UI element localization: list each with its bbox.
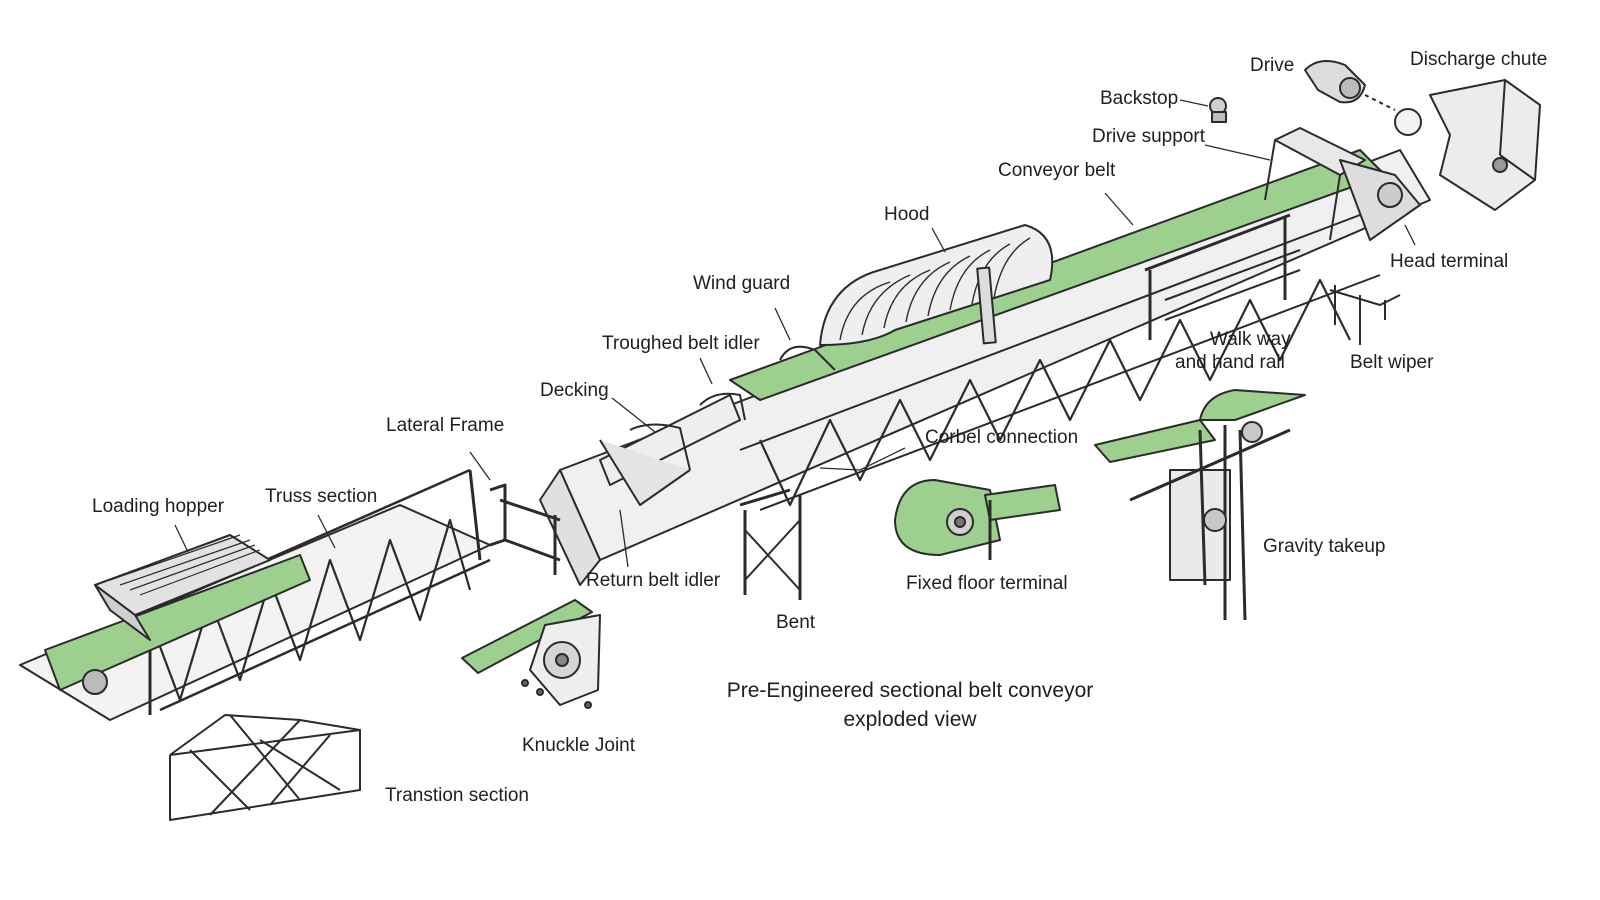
- gravity-takeup: [1094, 389, 1306, 621]
- label-transition-section: Transtion section: [385, 785, 529, 806]
- loading-hopper: [94, 534, 271, 641]
- leader-lines: [174, 99, 1416, 568]
- transition-section: [169, 714, 361, 821]
- label-drive-support: Drive support: [1092, 126, 1205, 147]
- label-decking: Decking: [540, 380, 609, 401]
- head-terminal: [1264, 127, 1421, 241]
- hood: [819, 224, 1054, 346]
- label-hood: Hood: [884, 204, 930, 225]
- label-fixed-floor-terminal: Fixed floor terminal: [906, 573, 1068, 594]
- troughed-idlers: [599, 392, 746, 506]
- belt-wiper: [1329, 285, 1401, 345]
- label-conveyor-belt: Conveyor belt: [998, 160, 1116, 181]
- caption-line-2: exploded view: [843, 708, 977, 731]
- knuckle-joint: [461, 599, 601, 709]
- walkway-handrail: [1144, 213, 1301, 340]
- label-drive: Drive: [1250, 55, 1295, 76]
- label-corbel-connection: Corbel connection: [925, 427, 1079, 448]
- label-discharge-chute: Discharge chute: [1410, 49, 1548, 70]
- label-knuckle-joint: Knuckle Joint: [522, 735, 636, 756]
- fixed-floor-terminal: [894, 479, 1061, 560]
- label-troughed-belt-idler: Troughed belt idler: [602, 333, 760, 354]
- label-loading-hopper: Loading hopper: [92, 496, 225, 517]
- discharge-chute: [1429, 79, 1541, 211]
- truss-belt: [44, 554, 311, 691]
- drive: [1304, 60, 1422, 136]
- label-backstop: Backstop: [1100, 88, 1179, 109]
- label-truss-section: Truss section: [265, 486, 378, 507]
- label-gravity-takeup: Gravity takeup: [1263, 536, 1386, 557]
- label-head-terminal: Head terminal: [1390, 251, 1509, 272]
- label-walk-way-line2: and hand rail: [1175, 352, 1285, 373]
- caption-line-1: Pre-Engineered sectional belt conveyor: [726, 679, 1094, 702]
- label-walk-way-line1: Walk way: [1210, 329, 1291, 350]
- label-bent: Bent: [776, 612, 816, 633]
- lateral-frame: [489, 483, 561, 575]
- diagram-caption: Pre-Engineered sectional belt conveyor e…: [720, 676, 1100, 734]
- wind-guard: [779, 345, 836, 371]
- label-lateral-frame: Lateral Frame: [386, 415, 505, 436]
- backstop: [1209, 97, 1227, 123]
- label-belt-wiper: Belt wiper: [1350, 352, 1434, 373]
- bent: [739, 488, 802, 600]
- label-return-belt-idler: Return belt idler: [586, 570, 721, 591]
- label-wind-guard: Wind guard: [693, 273, 791, 294]
